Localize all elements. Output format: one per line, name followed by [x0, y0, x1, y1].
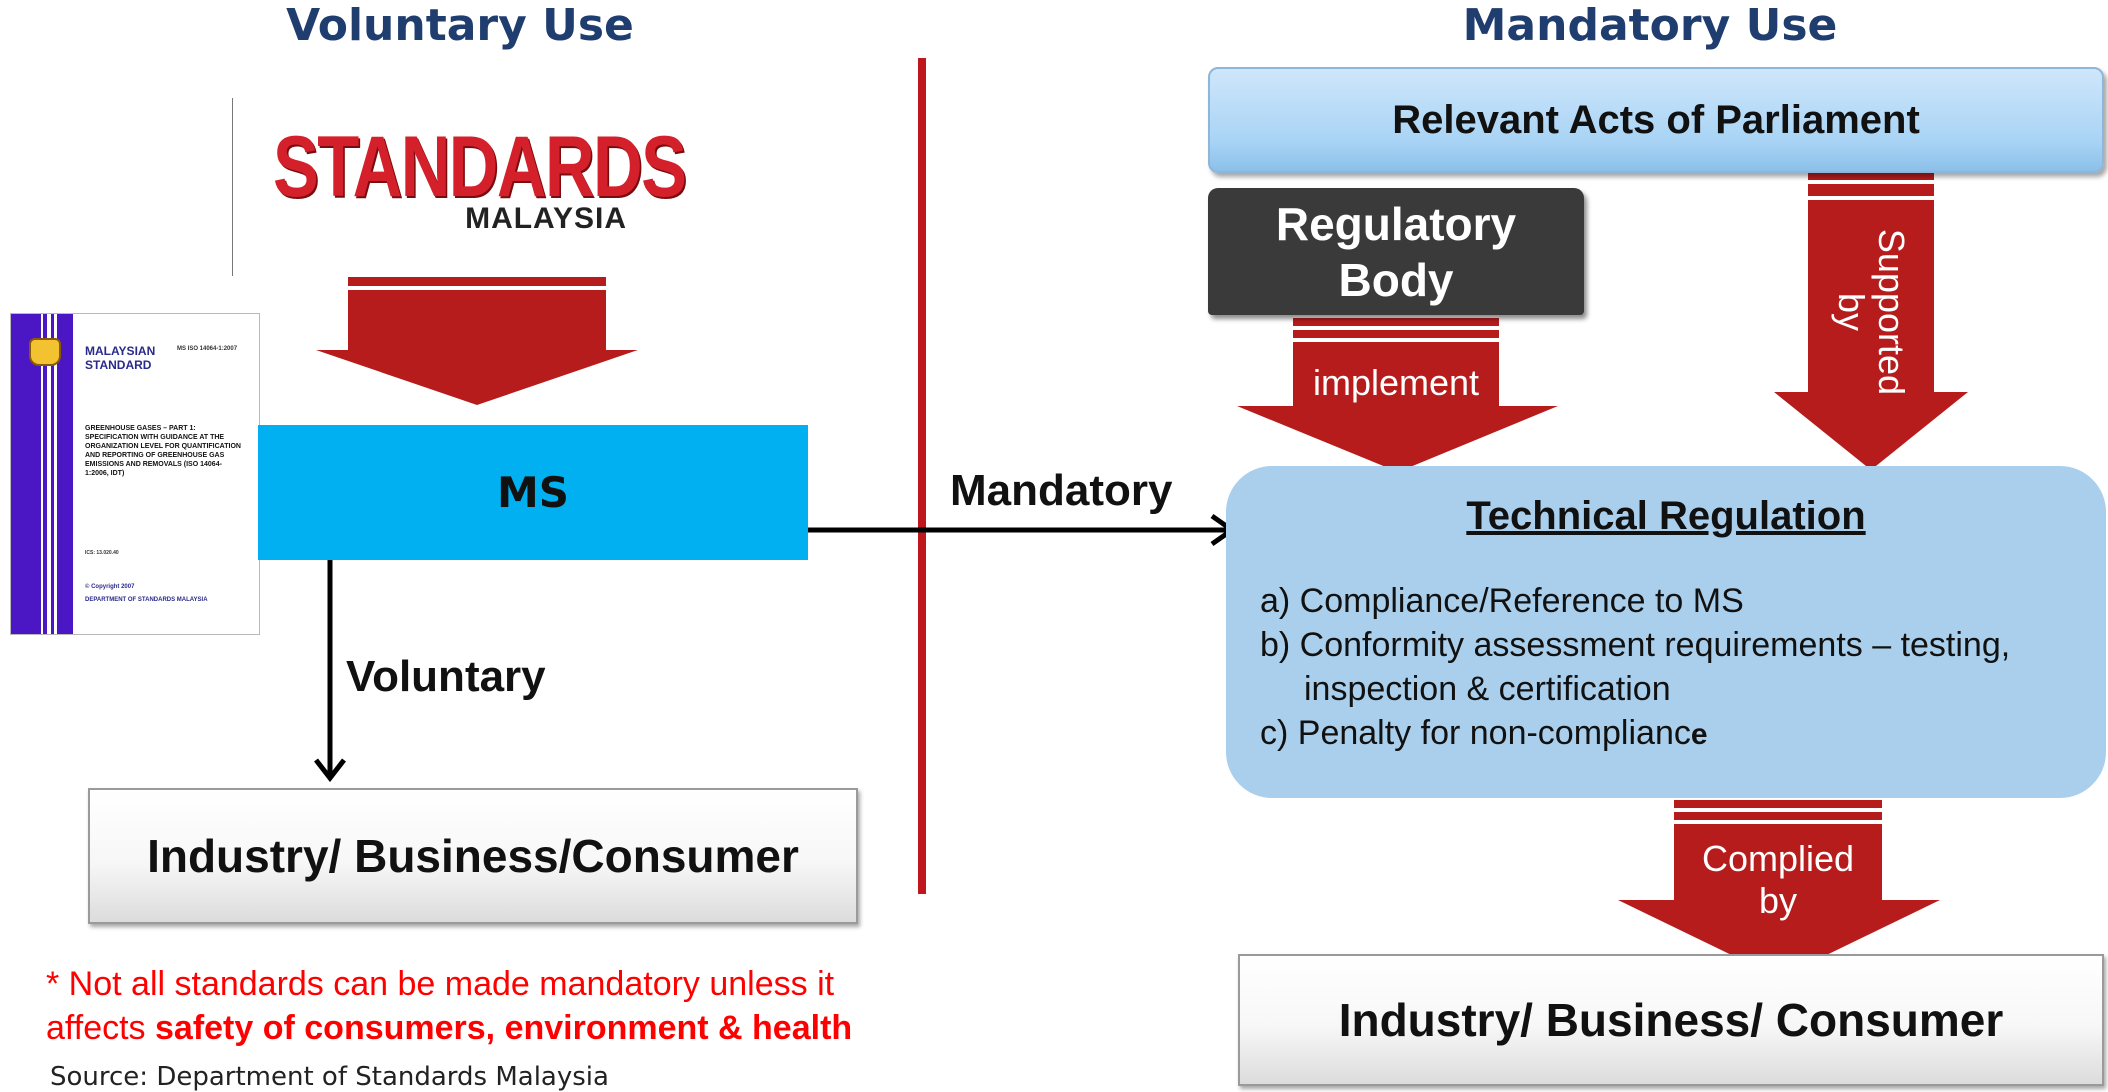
supported-by-arrow: [1774, 172, 1968, 470]
regulatory-body-box: Regulatory Body: [1208, 188, 1584, 315]
regulatory-body-line2: Body: [1338, 253, 1454, 306]
regulation-item-c-suffix: e: [1690, 718, 1708, 751]
note-line1: * Not all standards can be made mandator…: [46, 965, 835, 1003]
left-industry-label: Industry/ Business/Consumer: [147, 830, 799, 882]
complied-by-label: Complied by: [1674, 838, 1882, 922]
technical-regulation-box: Technical Regulation a) Compliance/Refer…: [1226, 466, 2106, 798]
malaysian-standard-document: MALAYSIAN STANDARD MS ISO 14064-1:2007 G…: [10, 313, 260, 635]
doc-copyright: © Copyright 2007: [85, 584, 135, 590]
mandatory-arrow: [808, 513, 1237, 547]
ms-box: MS: [258, 425, 808, 560]
down-arrow-to-ms: [316, 277, 638, 405]
right-industry-box: Industry/ Business/ Consumer: [1238, 954, 2104, 1086]
mandatory-note: * Not all standards can be made mandator…: [46, 962, 852, 1050]
logo-subtitle: MALAYSIA: [465, 202, 627, 235]
acts-of-parliament-box: Relevant Acts of Parliament: [1208, 67, 2104, 173]
left-industry-box: Industry/ Business/Consumer: [88, 788, 858, 924]
regulation-item-c-text: c) Penalty for non-complianc: [1260, 714, 1691, 752]
voluntary-arrow: [314, 560, 346, 783]
doc-department: DEPARTMENT OF STANDARDS MALAYSIA: [85, 597, 208, 603]
supported-by-text: Supported by: [1831, 228, 1912, 396]
complied-line1: Complied: [1701, 838, 1855, 879]
regulation-item-c: c) Penalty for non-compliance: [1260, 714, 1708, 753]
note-line2-bold: safety of consumers, environment & healt…: [155, 1009, 853, 1047]
complied-line2: by: [1758, 880, 1798, 921]
doc-ics: ICS: 13.020.40: [85, 550, 119, 556]
coat-of-arms-icon: [29, 338, 61, 366]
complied-by-arrow: [1618, 800, 1940, 978]
implement-label: implement: [1312, 362, 1480, 403]
note-line2: affects safety of consumers, environment…: [46, 1006, 852, 1050]
ms-label: MS: [496, 468, 570, 517]
regulation-item-a: a) Compliance/Reference to MS: [1260, 582, 1744, 620]
regulation-item-b: b) Conformity assessment requirements – …: [1260, 626, 2011, 664]
technical-regulation-title: Technical Regulation: [1466, 494, 1866, 538]
implement-arrow: [1237, 318, 1558, 472]
note-line2-prefix: affects: [46, 1009, 155, 1047]
doc-code: MS ISO 14064-1:2007: [177, 346, 238, 352]
right-industry-label: Industry/ Business/ Consumer: [1338, 994, 2004, 1046]
source-citation: Source: Department of Standards Malaysia: [50, 1062, 609, 1092]
voluntary-use-heading: Voluntary Use: [286, 0, 634, 51]
acts-of-parliament-label: Relevant Acts of Parliament: [1392, 97, 1920, 142]
doc-title-line2: STANDARD: [85, 358, 152, 372]
regulation-item-b-cont: inspection & certification: [1304, 670, 1671, 708]
mandatory-use-heading: Mandatory Use: [1462, 0, 1838, 51]
logo-wordmark: STANDARDS: [273, 119, 687, 215]
doc-title-line1: MALAYSIAN: [85, 344, 156, 358]
voluntary-label: Voluntary: [346, 652, 546, 701]
standards-malaysia-logo: STANDARDS MALAYSIA: [232, 98, 687, 276]
mandatory-label: Mandatory: [950, 466, 1173, 515]
supported-by-label: Supported by: [1808, 222, 1934, 402]
doc-body: GREENHOUSE GASES – PART 1: SPECIFICATION…: [85, 425, 241, 477]
center-divider: [918, 58, 926, 894]
regulatory-body-line1: Regulatory: [1275, 197, 1517, 250]
